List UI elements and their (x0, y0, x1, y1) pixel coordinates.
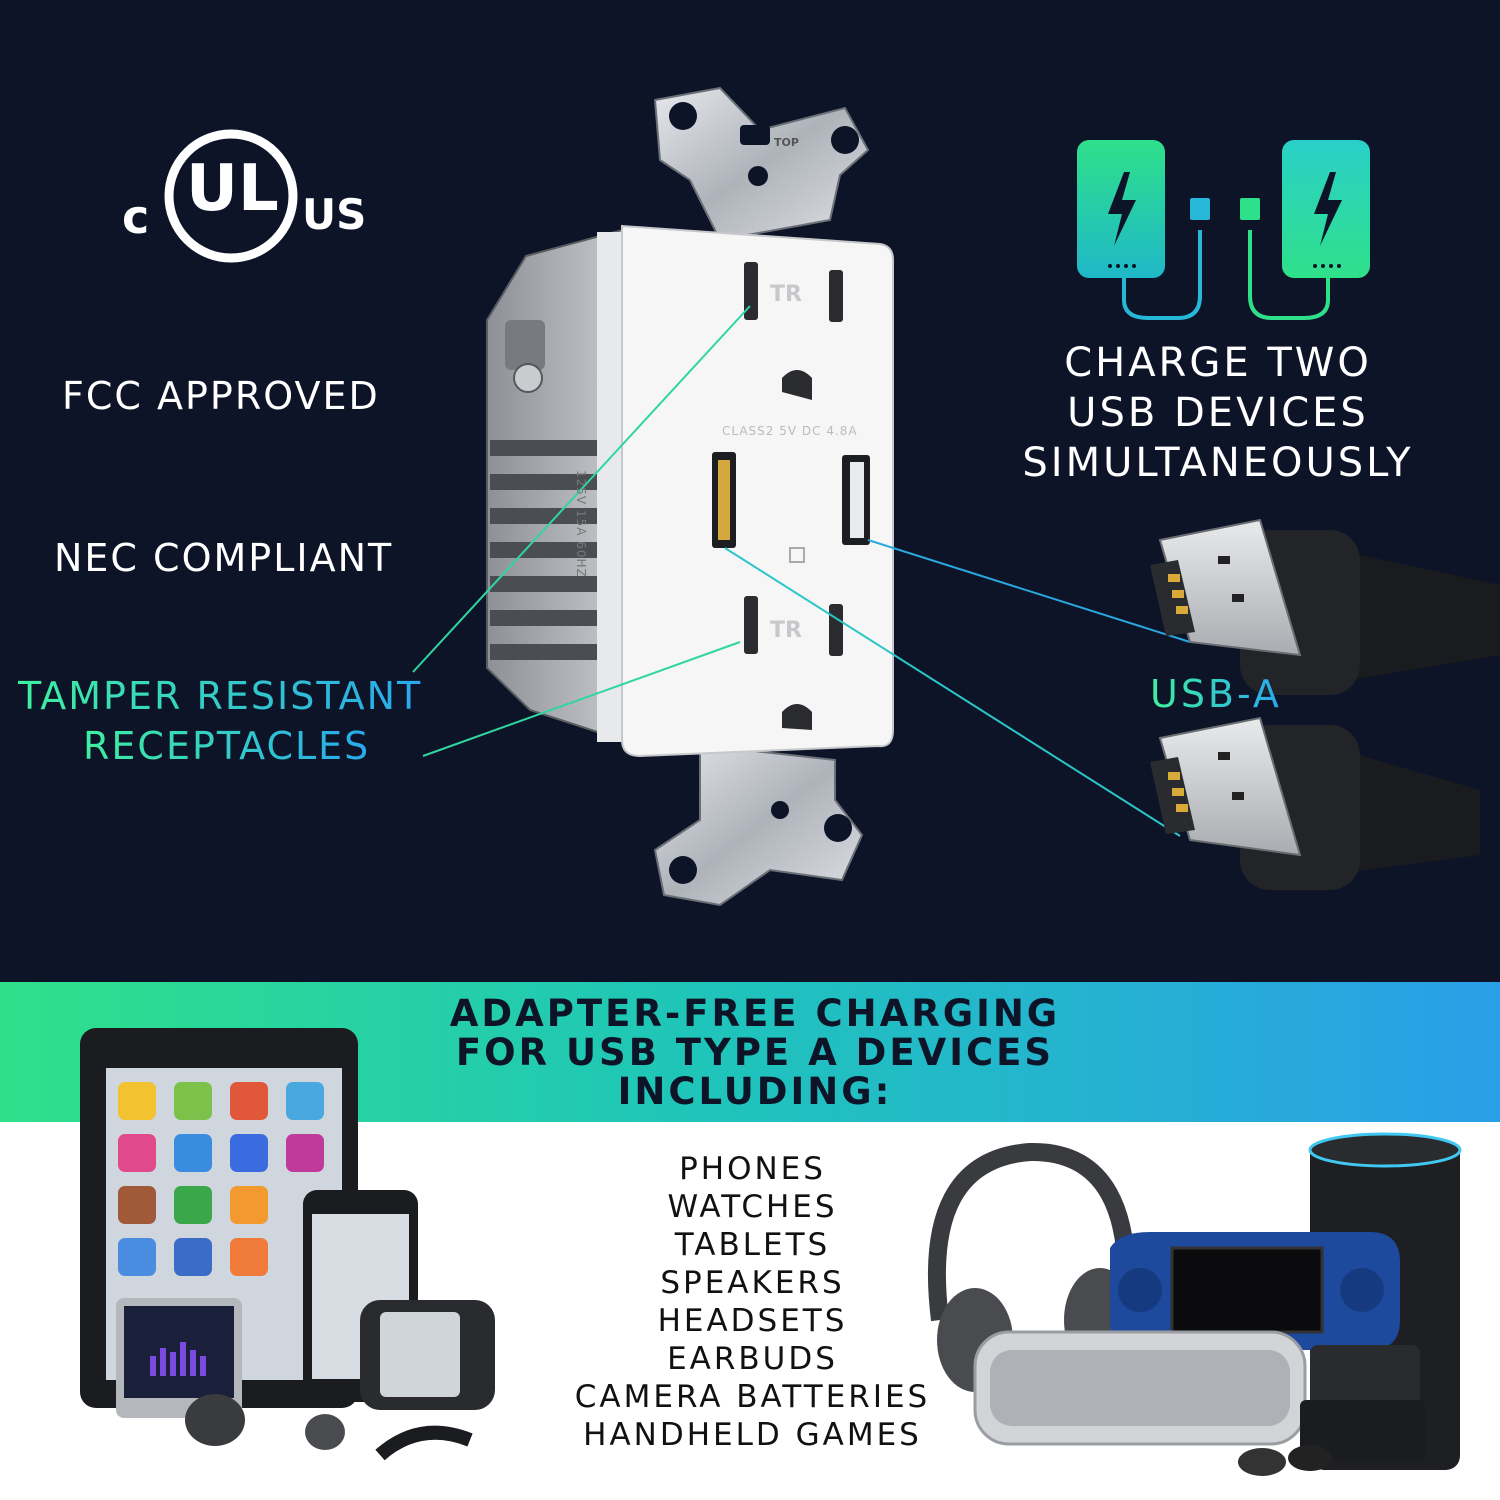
mounting-strap-top (653, 86, 870, 242)
audio-game-devices-illustration (928, 1132, 1462, 1476)
banner-line-1: ADAPTER-FREE CHARGING (449, 992, 1061, 1035)
callout-lines (412, 305, 1191, 837)
receptacles-label: RECEPTACLES (83, 724, 371, 768)
device-item-watches: WATCHES (667, 1189, 838, 1225)
charge-two-devices-text: CHARGE TWO USB DEVICES SIMULTANEOUSLY (1000, 338, 1436, 488)
device-item-tablets: TABLETS (674, 1227, 831, 1263)
device-item-phones: PHONES (679, 1151, 826, 1187)
device-item-speakers: SPEAKERS (660, 1265, 845, 1301)
outlet-face (621, 224, 894, 758)
usb-a-plug-top (1150, 518, 1500, 695)
usb-rating-text: CLASS2 5V DC 4.8A (722, 424, 858, 438)
fcc-approved-label: FCC APPROVED (62, 374, 380, 418)
ul-logo-letters: UL (186, 152, 279, 226)
adapter-free-heading: ADAPTER-FREE CHARGING FOR USB TYPE A DEV… (330, 994, 1180, 1111)
two-phones-charging-icon (1077, 140, 1370, 320)
charge-line-3: SIMULTANEOUSLY (1022, 440, 1414, 486)
tr-mark-bottom: TR (770, 618, 802, 643)
charge-line-2: USB DEVICES (1067, 390, 1369, 436)
top-mark: TOP (774, 136, 799, 149)
mounting-strap-bottom (653, 743, 864, 907)
device-item-camera-batteries: CAMERA BATTERIES (574, 1379, 931, 1415)
charge-line-1: CHARGE TWO (1064, 340, 1372, 386)
device-item-handheld-games: HANDHELD GAMES (583, 1417, 922, 1453)
banner-line-2: FOR USB TYPE A DEVICES (455, 1031, 1055, 1074)
side-rating-text: 125V 15A 60HZ (574, 470, 588, 578)
device-item-earbuds: EARBUDS (667, 1341, 838, 1377)
tablet-phone-devices-illustration (80, 1028, 495, 1461)
ul-us-mark: US (302, 190, 367, 239)
ul-certification-logo (164, 129, 298, 263)
usb-a-label: USB-A (1150, 672, 1282, 716)
outlet-housing (486, 228, 627, 742)
nec-compliant-label: NEC COMPLIANT (54, 536, 394, 580)
device-item-headsets: HEADSETS (657, 1303, 848, 1339)
tamper-resistant-label: TAMPER RESISTANT (18, 674, 423, 718)
tr-mark-top: TR (770, 282, 802, 307)
ul-canada-mark: c (122, 190, 150, 244)
device-list: PHONES WATCHES TABLETS SPEAKERS HEADSETS… (545, 1150, 960, 1454)
banner-line-3: INCLUDING: (617, 1070, 893, 1113)
usb-a-plug-bottom (1150, 716, 1480, 890)
